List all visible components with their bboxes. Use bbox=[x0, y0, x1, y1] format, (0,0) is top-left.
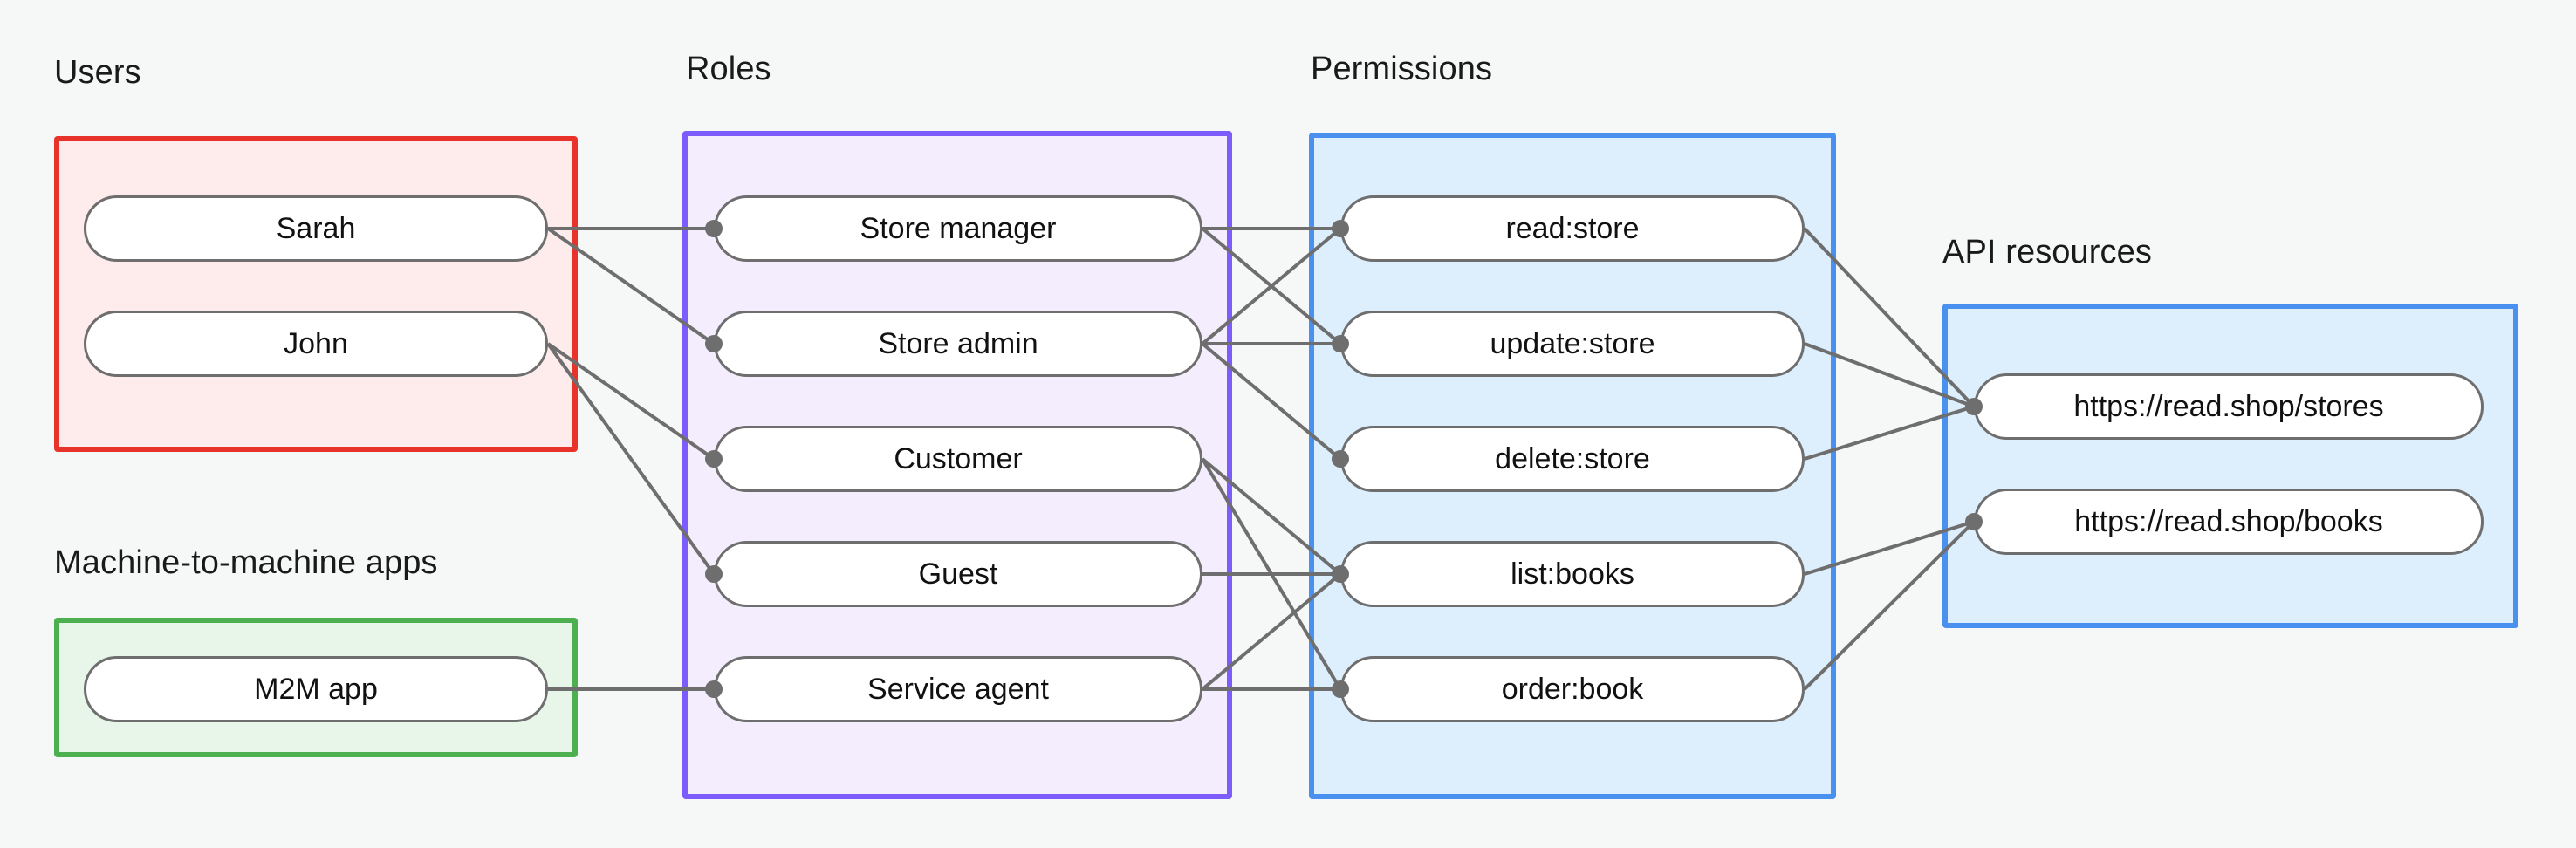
group-label-roles: Roles bbox=[686, 51, 771, 87]
node-order-book[interactable]: order:book bbox=[1340, 656, 1805, 722]
node-label-read-shop-books: https://read.shop/books bbox=[2074, 504, 2383, 538]
node-service-agent[interactable]: Service agent bbox=[714, 656, 1202, 722]
node-label-order-book: order:book bbox=[1501, 672, 1644, 706]
node-label-john: John bbox=[284, 326, 348, 360]
node-sarah[interactable]: Sarah bbox=[84, 195, 548, 262]
node-label-service-agent: Service agent bbox=[867, 672, 1049, 706]
node-label-delete-store: delete:store bbox=[1495, 441, 1650, 475]
node-update-store[interactable]: update:store bbox=[1340, 311, 1805, 377]
node-read-store[interactable]: read:store bbox=[1340, 195, 1805, 262]
node-list-books[interactable]: list:books bbox=[1340, 541, 1805, 607]
node-read-shop-books[interactable]: https://read.shop/books bbox=[1974, 489, 2484, 555]
node-john[interactable]: John bbox=[84, 311, 548, 377]
node-label-m2m-app: M2M app bbox=[254, 672, 378, 706]
group-label-api-resources: API resources bbox=[1942, 234, 2152, 270]
node-customer[interactable]: Customer bbox=[714, 426, 1202, 492]
group-label-permissions: Permissions bbox=[1311, 51, 1493, 87]
node-label-read-store: read:store bbox=[1505, 211, 1640, 245]
group-label-m2m: Machine-to-machine apps bbox=[54, 544, 438, 581]
node-label-list-books: list:books bbox=[1511, 557, 1634, 591]
node-guest[interactable]: Guest bbox=[714, 541, 1202, 607]
node-label-customer: Customer bbox=[894, 441, 1023, 475]
group-box-users bbox=[54, 136, 578, 452]
group-label-users: Users bbox=[54, 54, 141, 91]
node-read-shop-stores[interactable]: https://read.shop/stores bbox=[1974, 373, 2484, 440]
node-label-update-store: update:store bbox=[1490, 326, 1655, 360]
node-delete-store[interactable]: delete:store bbox=[1340, 426, 1805, 492]
node-label-store-admin: Store admin bbox=[878, 326, 1038, 360]
node-label-read-shop-stores: https://read.shop/stores bbox=[2073, 389, 2384, 423]
node-label-store-manager: Store manager bbox=[860, 211, 1057, 245]
node-store-admin[interactable]: Store admin bbox=[714, 311, 1202, 377]
node-store-manager[interactable]: Store manager bbox=[714, 195, 1202, 262]
node-m2m-app[interactable]: M2M app bbox=[84, 656, 548, 722]
node-label-guest: Guest bbox=[918, 557, 998, 591]
group-box-api-resources bbox=[1942, 304, 2518, 628]
node-label-sarah: Sarah bbox=[276, 211, 356, 245]
